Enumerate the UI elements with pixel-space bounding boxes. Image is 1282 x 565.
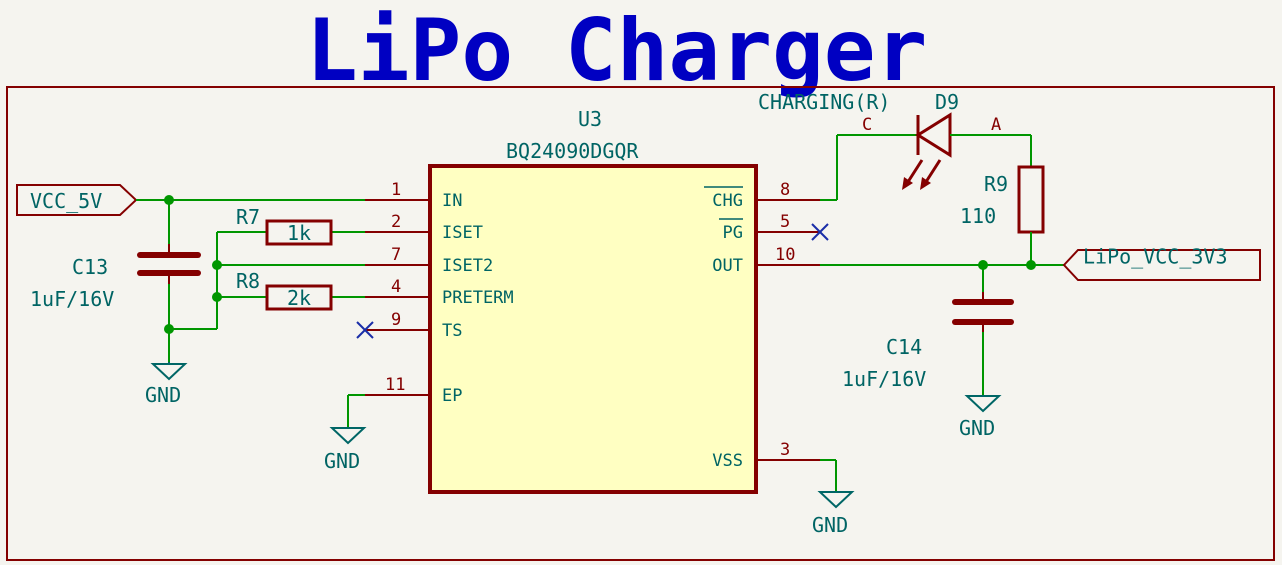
gnd-symbol	[817, 491, 855, 509]
ic-body[interactable]	[428, 164, 758, 494]
led-d9[interactable]	[902, 112, 952, 190]
pin-name: OUT	[712, 256, 743, 276]
r8-ref-label: R8	[236, 269, 260, 293]
capacitor-c13[interactable]	[137, 244, 201, 284]
gnd-label: GND	[324, 449, 360, 473]
schematic-title: LiPo Charger	[306, 1, 927, 101]
no-connect-pg	[811, 223, 829, 241]
c14-ref-label: C14	[886, 335, 922, 359]
resistor-body	[1017, 165, 1045, 234]
pin-name: TS	[442, 321, 462, 341]
gnd-symbol	[964, 395, 1002, 413]
led-value-label: CHARGING(R)	[758, 90, 890, 114]
pin-number: 9	[391, 310, 401, 330]
pin-number: 7	[391, 245, 401, 265]
net-label-shape	[16, 184, 138, 216]
resistor-body	[265, 284, 333, 311]
gnd-label: GND	[959, 416, 995, 440]
c14-value-label: 1uF/16V	[842, 367, 926, 391]
pin-number: 8	[780, 180, 790, 200]
no-connect-stroke	[811, 223, 829, 241]
r9-value-label: 110	[960, 204, 996, 228]
pin-name: EP	[442, 386, 462, 406]
pin-name: ISET	[442, 223, 483, 243]
pin-number: 5	[780, 212, 790, 232]
gnd-label: GND	[812, 513, 848, 537]
net-label-vcc-5v[interactable]: VCC_5V	[16, 184, 138, 216]
gnd-triangle	[964, 395, 1002, 413]
net-label-lipo-vcc-3v3[interactable]: LiPo_VCC_3V3	[1062, 245, 1261, 281]
ic-right-pins: 8 5 10 3 CHG PG OUT VSS	[704, 180, 820, 471]
pin-number: 10	[775, 245, 795, 265]
c13-value-label: 1uF/16V	[30, 287, 114, 311]
gnd-triangle	[329, 427, 367, 445]
resistor-r9[interactable]	[1017, 165, 1045, 234]
gnd-symbol	[329, 427, 367, 445]
pin-number: 2	[391, 212, 401, 232]
r8-value-label: 2k	[287, 286, 311, 310]
pin-name-overbar: CHG	[712, 191, 743, 211]
r7-ref-label: R7	[236, 205, 260, 229]
gnd-label: GND	[145, 383, 181, 407]
wires-left	[136, 199, 365, 428]
pin-name: PRETERM	[442, 288, 514, 308]
pin-name-overbar: PG	[723, 223, 743, 243]
ic-ref-label: U3	[578, 107, 602, 131]
junction-dot	[1026, 260, 1036, 270]
led-ref-label: D9	[935, 90, 959, 114]
led-arrow-head	[920, 177, 931, 190]
led-cathode-label: C	[862, 115, 872, 135]
sheet-frame	[6, 86, 1275, 561]
pin-number: 4	[391, 277, 401, 297]
resistor-r8[interactable]: 2k	[265, 284, 333, 311]
pin-name: VSS	[712, 451, 743, 471]
net-label-text: VCC_5V	[30, 189, 102, 213]
no-connect-stroke	[356, 321, 374, 339]
c13-ref-label: C13	[72, 255, 108, 279]
junction-dot	[212, 292, 222, 302]
no-connect-ts	[356, 321, 374, 339]
gnd-symbol	[150, 362, 188, 381]
junction-dot	[212, 260, 222, 270]
resistor-body	[265, 219, 333, 246]
gnd-triangle	[817, 491, 855, 509]
led-anode-label: A	[991, 115, 1001, 135]
led-arrow-head	[902, 177, 913, 190]
ic-value-label: BQ24090DGQR	[506, 139, 639, 163]
net-label-text: LiPo_VCC_3V3	[1083, 245, 1228, 269]
r7-value-label: 1k	[287, 221, 311, 245]
pin-name: IN	[442, 191, 462, 211]
pin-number: 3	[780, 440, 790, 460]
junction-dot	[164, 324, 174, 334]
pin-number: 11	[385, 375, 405, 395]
net-label-shape	[1062, 249, 1261, 281]
pin-name: ISET2	[442, 256, 493, 276]
ic-left-pins: 1 2 7 4 9 11 IN ISET ISET2 PRETERM TS EP	[365, 180, 514, 406]
resistor-r7[interactable]: 1k	[265, 219, 333, 246]
led-triangle	[915, 112, 952, 158]
junction-dot	[164, 195, 174, 205]
capacitor-c14[interactable]	[952, 292, 1014, 332]
r9-ref-label: R9	[984, 172, 1008, 196]
pin-number: 1	[391, 180, 401, 200]
gnd-triangle	[150, 363, 188, 381]
